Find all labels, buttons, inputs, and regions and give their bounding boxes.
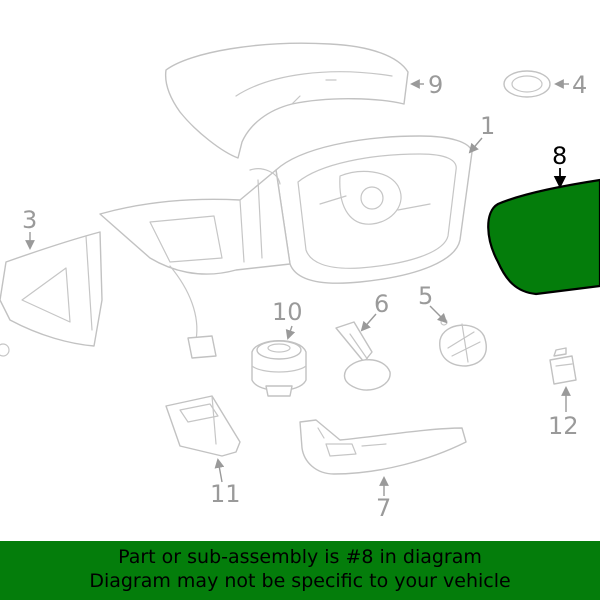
part-1-mirror-housing: [99, 135, 473, 359]
callout-4: 4: [572, 71, 587, 99]
callout-numbers: 9 4 1 8 3 10 6 5 12 11 7: [22, 71, 587, 522]
callout-12: 12: [548, 412, 579, 440]
callout-5: 5: [418, 282, 433, 310]
callout-10: 10: [272, 298, 303, 326]
part-5-knob: [439, 318, 487, 367]
callout-8: 8: [552, 142, 567, 170]
part-4-ring-gasket: [503, 70, 551, 98]
part-12-clip: [549, 347, 577, 385]
info-banner: Part or sub-assembly is #8 in diagram Di…: [0, 541, 600, 600]
part-9-mirror-cover: [164, 42, 409, 159]
part-6-lamp: [335, 321, 391, 391]
callout-7: 7: [376, 494, 391, 522]
part-7-turn-signal: [299, 419, 467, 475]
leader-lines: [25, 79, 571, 496]
part-3-bracket: [0, 231, 103, 357]
callout-3: 3: [22, 206, 37, 234]
part-8-mirror-glass: [487, 178, 600, 296]
callout-6: 6: [374, 290, 389, 318]
callout-1: 1: [480, 112, 495, 140]
callout-11: 11: [210, 480, 241, 508]
part-11-control-module: [165, 395, 241, 457]
banner-line-1: Part or sub-assembly is #8 in diagram: [118, 546, 482, 568]
part-10-actuator-motor: [251, 340, 307, 397]
callout-9: 9: [428, 71, 443, 99]
banner-line-2: Diagram may not be specific to your vehi…: [89, 570, 511, 592]
